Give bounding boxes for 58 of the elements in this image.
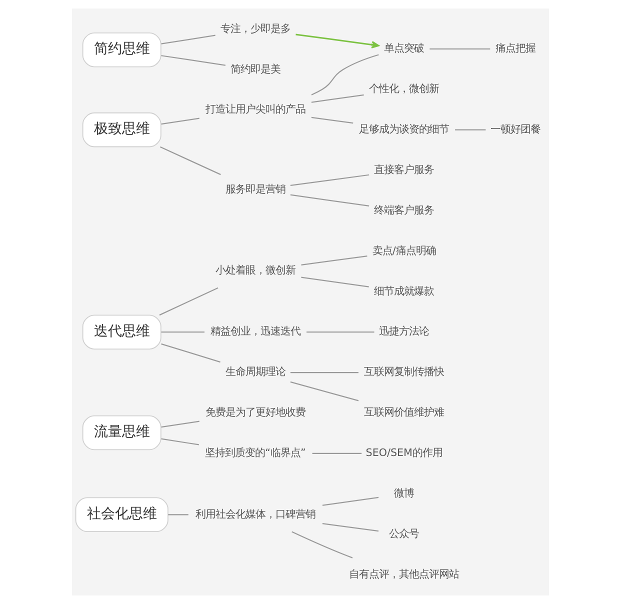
- node-text: 迅捷方法论: [378, 326, 429, 338]
- node-text: 小处着眼，微创新: [214, 264, 295, 277]
- node-text: 个性化，微创新: [368, 83, 439, 96]
- connector: [290, 381, 358, 402]
- connector: [310, 54, 378, 96]
- connector: [310, 94, 364, 103]
- connector: [454, 129, 486, 130]
- connector: [160, 420, 199, 428]
- node-text: 精益创业，迅速迭代: [210, 326, 300, 338]
- connector: [312, 452, 362, 454]
- node-text: 服务即是营销: [224, 184, 285, 196]
- connector: [290, 174, 369, 186]
- node-box: 迭代思维: [82, 314, 161, 350]
- node-text: 足够成为谈资的细节: [358, 123, 449, 136]
- node-text: 公众号: [388, 528, 419, 540]
- node-text: 简约即是美: [230, 63, 280, 76]
- node-text: 互联网价值维护难: [364, 406, 444, 419]
- connector: [160, 118, 199, 125]
- connector: [322, 496, 378, 506]
- connector: [290, 372, 358, 374]
- node-text: 免费是为了更好地收费: [204, 406, 305, 419]
- connector: [160, 343, 220, 363]
- connector: [310, 116, 353, 124]
- node-text: 一顿好团餐: [490, 123, 540, 136]
- node-text: 利用社会化媒体，口碑营销: [194, 508, 315, 520]
- node-text: 微博: [394, 488, 414, 500]
- node-text: 直接客户服务: [374, 164, 434, 176]
- connector: [158, 287, 218, 316]
- node-text: 坚持到质变的“临界点”: [204, 447, 306, 460]
- node-text: 终端客户服务: [374, 204, 434, 216]
- node-box: 极致思维: [82, 112, 161, 148]
- node-text: 生命周期理论: [224, 366, 285, 378]
- connector: [160, 438, 198, 446]
- node-text: 互联网复制传播快: [364, 366, 444, 378]
- arrow: [295, 34, 379, 48]
- node-text: SEO/SEM的作用: [365, 447, 442, 460]
- node-text: 专注，少即是多: [220, 22, 290, 35]
- node-text: 卖点/痛点明确: [372, 244, 436, 257]
- connector: [290, 194, 369, 206]
- node-text: 自有点评，其他点评网站: [348, 568, 459, 580]
- node-box: 简约思维: [82, 32, 161, 68]
- connector: [429, 48, 490, 50]
- connector: [322, 522, 378, 532]
- connector: [300, 276, 368, 288]
- node-box: 流量思维: [82, 415, 161, 450]
- connector: [160, 332, 204, 333]
- node-text: 细节成就爆款: [374, 285, 434, 298]
- node-text: 痛点把握: [495, 42, 536, 55]
- node-text: 单点突破: [384, 42, 424, 55]
- connector: [160, 34, 215, 44]
- connector: [291, 531, 352, 558]
- connector: [168, 514, 188, 516]
- connector: [300, 255, 367, 266]
- connector: [306, 332, 374, 333]
- node-box: 社会化思维: [74, 497, 168, 532]
- connector: [160, 55, 226, 66]
- connector: [159, 146, 220, 176]
- node-text: 打造让用户尖叫的产品: [204, 104, 305, 116]
